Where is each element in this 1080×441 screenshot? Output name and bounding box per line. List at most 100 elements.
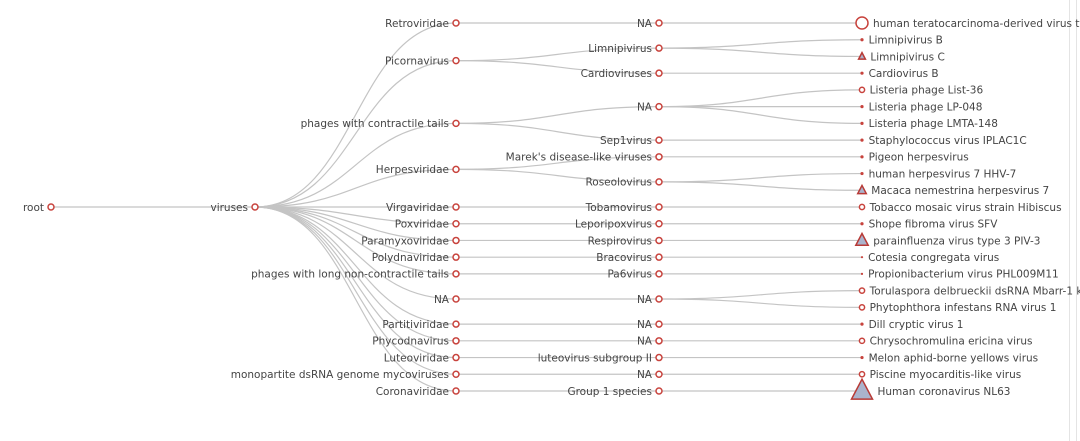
node-marker[interactable] (655, 236, 663, 245)
node-marker[interactable] (452, 387, 460, 395)
node-marker[interactable] (655, 320, 663, 328)
tree-node-polydnaviridae[interactable]: Polydnaviridae (372, 252, 460, 264)
leaf-node-human-herpesvirus-7-hhv-7[interactable]: human herpesvirus 7 HHV-7 (860, 168, 1016, 180)
node-marker[interactable] (452, 270, 460, 278)
tree-node-respirovirus[interactable]: Respirovirus (588, 235, 663, 247)
leaf-node-cardiovirus-b[interactable]: Cardiovirus B (860, 68, 939, 80)
node-marker[interactable] (655, 69, 663, 77)
leaf-marker[interactable] (858, 203, 866, 211)
tree-node-bracovirus[interactable]: Bracovirus (596, 252, 663, 264)
leaf-marker[interactable] (860, 272, 864, 276)
leaf-marker[interactable] (857, 51, 867, 60)
node-marker[interactable] (452, 370, 460, 379)
leaf-node-listeria-phage-list-36[interactable]: Listeria phage List-36 (858, 85, 983, 97)
leaf-marker[interactable] (860, 355, 864, 360)
leaf-node-dill-cryptic-virus-1[interactable]: Dill cryptic virus 1 (860, 319, 963, 331)
leaf-node-torulaspora-delbrueckii-dsrna-mbarr-1-ki[interactable]: Torulaspora delbrueckii dsRNA Mbarr-1 ki (858, 285, 1080, 297)
leaf-node-human-teratocarcinoma-derived-virus-type[interactable]: human teratocarcinoma-derived virus type (855, 16, 1080, 30)
node-marker[interactable] (655, 370, 663, 379)
leaf-marker[interactable] (858, 337, 866, 345)
tree-node-viruses[interactable]: viruses (210, 202, 259, 214)
leaf-marker[interactable] (860, 222, 864, 226)
tree-node-phages-with-long-non-contractile-tails[interactable]: phages with long non-contractile tails (251, 269, 460, 281)
node-marker[interactable] (452, 219, 460, 228)
node-marker[interactable] (655, 203, 663, 211)
tree-node-roseolovirus[interactable]: Roseolovirus (585, 177, 663, 189)
leaf-node-phytophthora-infestans-rna-virus-1[interactable]: Phytophthora infestans RNA virus 1 (858, 302, 1056, 314)
leaf-marker[interactable] (860, 138, 864, 142)
node-marker[interactable] (452, 320, 460, 328)
tree-node-virgaviridae[interactable]: Virgaviridae (386, 202, 460, 214)
node-marker[interactable] (655, 153, 663, 161)
node-marker[interactable] (655, 19, 663, 27)
leaf-marker[interactable] (858, 86, 866, 94)
leaf-marker[interactable] (860, 121, 864, 125)
tree-node-pa6virus[interactable]: Pa6virus (607, 269, 663, 281)
tree-node-retroviridae[interactable]: Retroviridae (385, 18, 460, 30)
tree-node-cardioviruses[interactable]: Cardioviruses (581, 68, 663, 80)
leaf-node-limnipivirus-b[interactable]: Limnipivirus B (860, 35, 943, 47)
leaf-node-piscine-myocarditis-like-virus[interactable]: Piscine myocarditis-like virus (858, 369, 1021, 381)
leaf-node-shope-fibroma-virus-sfv[interactable]: Shope fibroma virus SFV (860, 219, 998, 231)
leaf-node-parainfluenza-virus-type-3-piv-3[interactable]: parainfluenza virus type 3 PIV-3 (854, 231, 1041, 247)
leaf-node-limnipivirus-c[interactable]: Limnipivirus C (857, 51, 945, 63)
node-marker[interactable] (655, 178, 663, 186)
tree-node-root[interactable]: root (23, 202, 55, 214)
leaf-node-human-coronavirus-nl63[interactable]: Human coronavirus NL63 (850, 377, 1011, 400)
tree-node-poxviridae[interactable]: Poxviridae (395, 219, 460, 231)
leaf-marker[interactable] (860, 71, 864, 75)
tree-node-limnipivirus[interactable]: Limnipivirus (588, 43, 663, 55)
tree-node-na[interactable]: NA (637, 336, 663, 348)
leaf-node-staphylococcus-virus-iplac1c[interactable]: Staphylococcus virus IPLAC1C (860, 135, 1027, 147)
tree-node-partitiviridae[interactable]: Partitiviridae (382, 319, 460, 331)
leaf-node-tobacco-mosaic-virus-strain-hibiscus[interactable]: Tobacco mosaic virus strain Hibiscus (858, 202, 1062, 214)
leaf-marker[interactable] (856, 183, 868, 195)
tree-node-na[interactable]: NA (637, 294, 663, 306)
tree-node-phages-with-contractile-tails[interactable]: phages with contractile tails (301, 118, 460, 130)
node-marker[interactable] (452, 19, 460, 27)
node-marker[interactable] (452, 119, 460, 128)
node-marker[interactable] (655, 253, 663, 261)
node-marker[interactable] (655, 219, 663, 228)
tree-node-na[interactable]: NA (637, 101, 663, 113)
leaf-node-macaca-nemestrina-herpesvirus-7[interactable]: Macaca nemestrina herpesvirus 7 (856, 183, 1050, 197)
tree-node-sep1virus[interactable]: Sep1virus (600, 135, 663, 147)
tree-node-na[interactable]: NA (637, 369, 663, 381)
tree-node-na[interactable]: NA (637, 18, 663, 30)
tree-node-paramyxoviridae[interactable]: Paramyxoviridae (361, 235, 460, 247)
node-marker[interactable] (452, 203, 460, 211)
leaf-node-propionibacterium-virus-phl009m11[interactable]: Propionibacterium virus PHL009M11 (860, 269, 1059, 281)
leaf-marker[interactable] (855, 16, 869, 30)
tree-node-picornavirus[interactable]: Picornavirus (385, 55, 460, 67)
tree-node-leporipoxvirus[interactable]: Leporipoxvirus (575, 219, 663, 231)
leaf-marker[interactable] (860, 155, 864, 159)
leaf-marker[interactable] (850, 377, 874, 400)
node-marker[interactable] (452, 236, 460, 245)
node-marker[interactable] (655, 102, 663, 111)
node-marker[interactable] (452, 253, 460, 261)
leaf-marker[interactable] (860, 105, 864, 109)
node-marker[interactable] (655, 44, 663, 52)
tree-node-luteoviridae[interactable]: Luteoviridae (384, 352, 460, 364)
leaf-marker[interactable] (858, 304, 866, 311)
tree-node-luteovirus-subgroup-ii[interactable]: luteovirus subgroup II (538, 352, 663, 364)
tree-node-na[interactable]: NA (434, 294, 460, 306)
leaf-node-listeria-phage-lmta-148[interactable]: Listeria phage LMTA-148 (860, 118, 998, 130)
node-marker[interactable] (655, 295, 663, 303)
node-marker[interactable] (655, 270, 663, 278)
tree-node-monopartite-dsrna-genome-mycoviruses[interactable]: monopartite dsRNA genome mycoviruses (231, 369, 460, 381)
leaf-marker[interactable] (860, 256, 864, 259)
leaf-marker[interactable] (860, 171, 864, 176)
node-marker[interactable] (655, 337, 663, 345)
tree-node-phycodnavirus[interactable]: Phycodnavirus (372, 336, 460, 348)
node-marker[interactable] (655, 353, 663, 362)
node-marker[interactable] (452, 353, 460, 362)
tree-node-tobamovirus[interactable]: Tobamovirus (585, 202, 663, 214)
tree-node-na[interactable]: NA (637, 319, 663, 331)
tree-node-group-1-species[interactable]: Group 1 species (567, 386, 663, 398)
leaf-marker[interactable] (854, 231, 870, 247)
node-marker[interactable] (452, 165, 460, 174)
leaf-marker[interactable] (858, 370, 866, 378)
leaf-marker[interactable] (858, 287, 866, 294)
tree-node-marek-s-disease-like-viruses[interactable]: Marek's disease-like viruses (506, 152, 663, 164)
